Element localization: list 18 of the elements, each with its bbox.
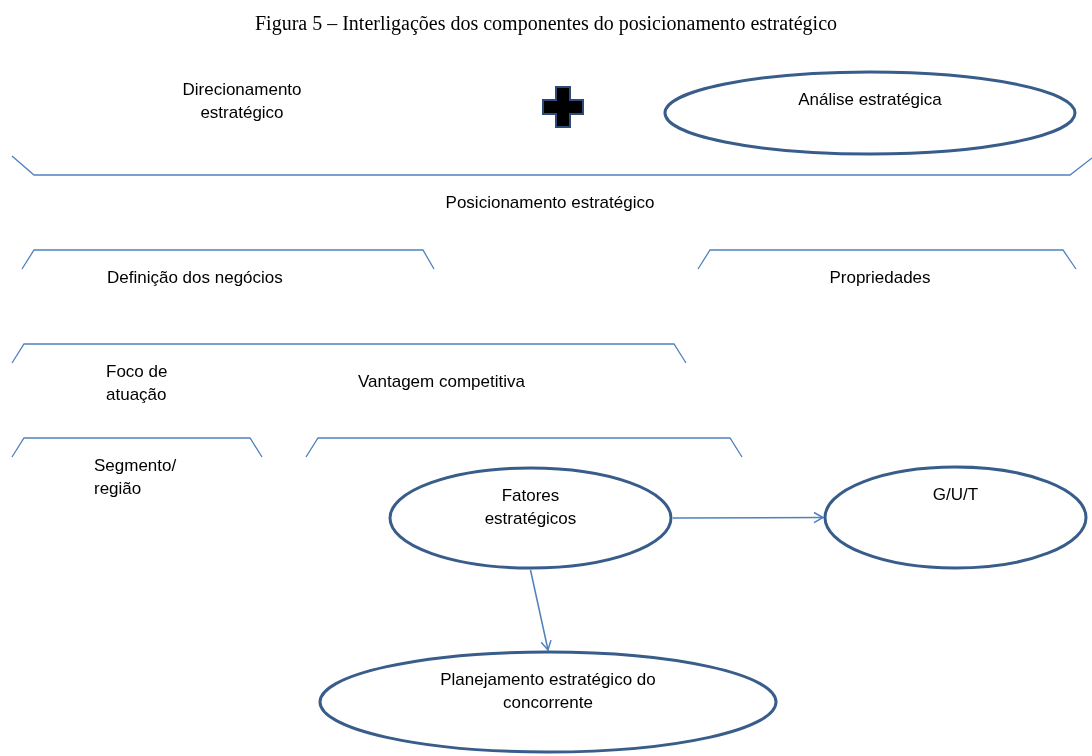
text-label: Direcionamento estratégico: [181, 79, 303, 124]
node-text: Planejamento estratégico do concorrente: [439, 669, 657, 714]
node-text: Análise estratégica: [797, 89, 943, 111]
ellipse-node: [663, 70, 1077, 156]
arrow: [529, 569, 552, 651]
text-label: Posicionamento estratégico: [444, 192, 656, 214]
arrow: [672, 511, 824, 524]
text-label: Vantagem competitiva: [358, 371, 526, 393]
text-label: Definição dos negócios: [107, 267, 284, 289]
ellipse-node: [318, 650, 778, 754]
text-label: Foco de atuação: [106, 361, 169, 406]
node-text: Fatores estratégicos: [483, 485, 578, 530]
ellipse-node: [388, 466, 673, 570]
node-text: G/U/T: [931, 484, 980, 506]
figure-title: Figura 5 – Interligações dos componentes do posicionamento estratégico: [253, 11, 839, 37]
text-label: Segmento/ região: [94, 455, 178, 500]
ellipse-node: [823, 465, 1088, 570]
text-label: Propriedades: [828, 267, 932, 289]
